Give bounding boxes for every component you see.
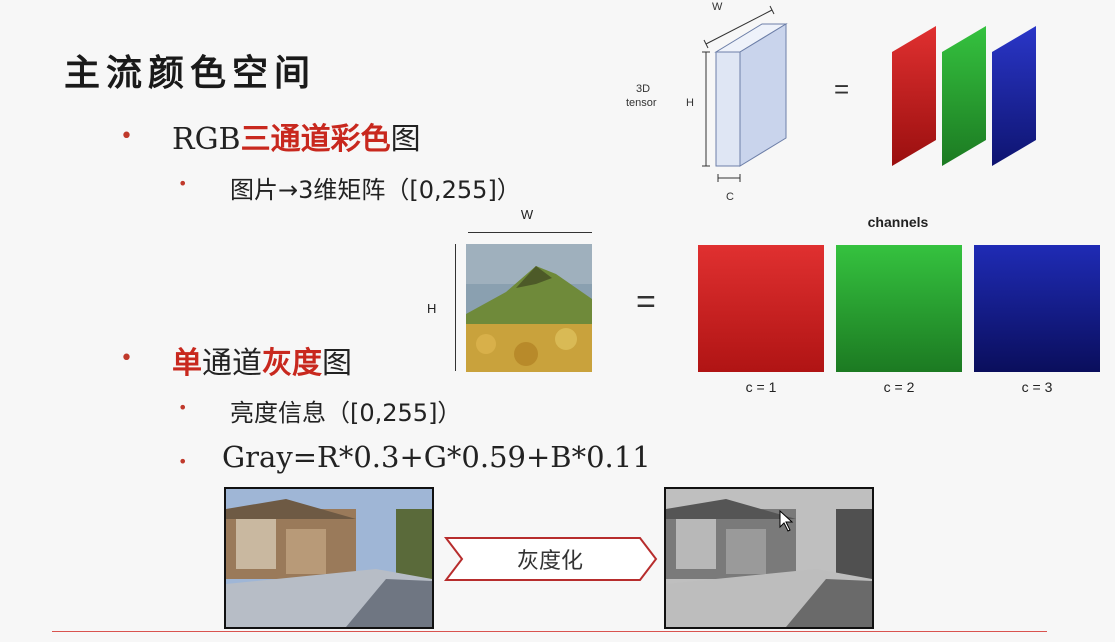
image-w-line: [468, 232, 592, 233]
slide-title: 主流颜色空间: [64, 53, 317, 94]
rgb-highlight-color: 彩色: [330, 122, 391, 157]
channel-blue-image: [974, 245, 1100, 372]
rgb-heading: RGB三通道彩色图: [172, 114, 421, 158]
gray-formula: Gray=R*0.3+G*0.59+B*0.11: [222, 440, 651, 474]
gray-highlight-single: 单: [172, 346, 202, 381]
gray-suffix: 图: [322, 346, 352, 381]
channel-red-image: [698, 245, 824, 372]
grayscale-arrow: [444, 537, 658, 581]
slice-blue: [992, 26, 1036, 166]
channels-title: channels: [867, 214, 929, 230]
bullet-dot: •: [178, 452, 188, 471]
tensor-h-label: H: [686, 97, 694, 109]
bullet-dot: •: [178, 398, 188, 417]
tensor-w-line: [705, 9, 773, 45]
gray-street-photo: [664, 487, 874, 629]
tensor-equals: =: [834, 74, 849, 104]
image-h-label: H: [427, 301, 437, 316]
tensor-c-label: C: [726, 191, 734, 203]
tensor-w-label: W: [712, 1, 723, 13]
rgb-suffix: 图: [390, 122, 421, 157]
slice-red: [892, 26, 936, 166]
bullet-dot: •: [178, 174, 188, 193]
bullet-dot: •: [120, 346, 133, 371]
bullet-dot: •: [120, 124, 133, 149]
slice-green: [942, 26, 986, 166]
gray-heading: 单通道灰度图: [172, 338, 352, 382]
gray-highlight-gray: 灰度: [262, 346, 322, 381]
rgb-subpoint: 图片→3维矩阵（[0,255]）: [230, 176, 521, 204]
channel-label-1: c = 1: [745, 379, 777, 395]
footer-divider: [52, 631, 1047, 632]
channel-label-2: c = 2: [883, 379, 915, 395]
tensor-box-side: [739, 23, 787, 167]
image-w-label: W: [520, 207, 534, 222]
grayscale-label: 灰度化: [516, 549, 583, 574]
gray-mid: 通道: [202, 346, 262, 381]
channel-label-3: c = 3: [1021, 379, 1053, 395]
rgb-highlight-channels: 三通道: [240, 122, 331, 157]
image-h-line: [455, 244, 456, 371]
rgb-prefix: RGB: [172, 122, 241, 157]
gray-subpoint-brightness: 亮度信息（[0,255]）: [230, 399, 462, 427]
color-street-photo: [224, 487, 434, 629]
tensor-box-front: [715, 51, 741, 167]
channel-green-image: [836, 245, 962, 372]
channels-equals: =: [636, 283, 656, 321]
landscape-image: [466, 244, 592, 372]
